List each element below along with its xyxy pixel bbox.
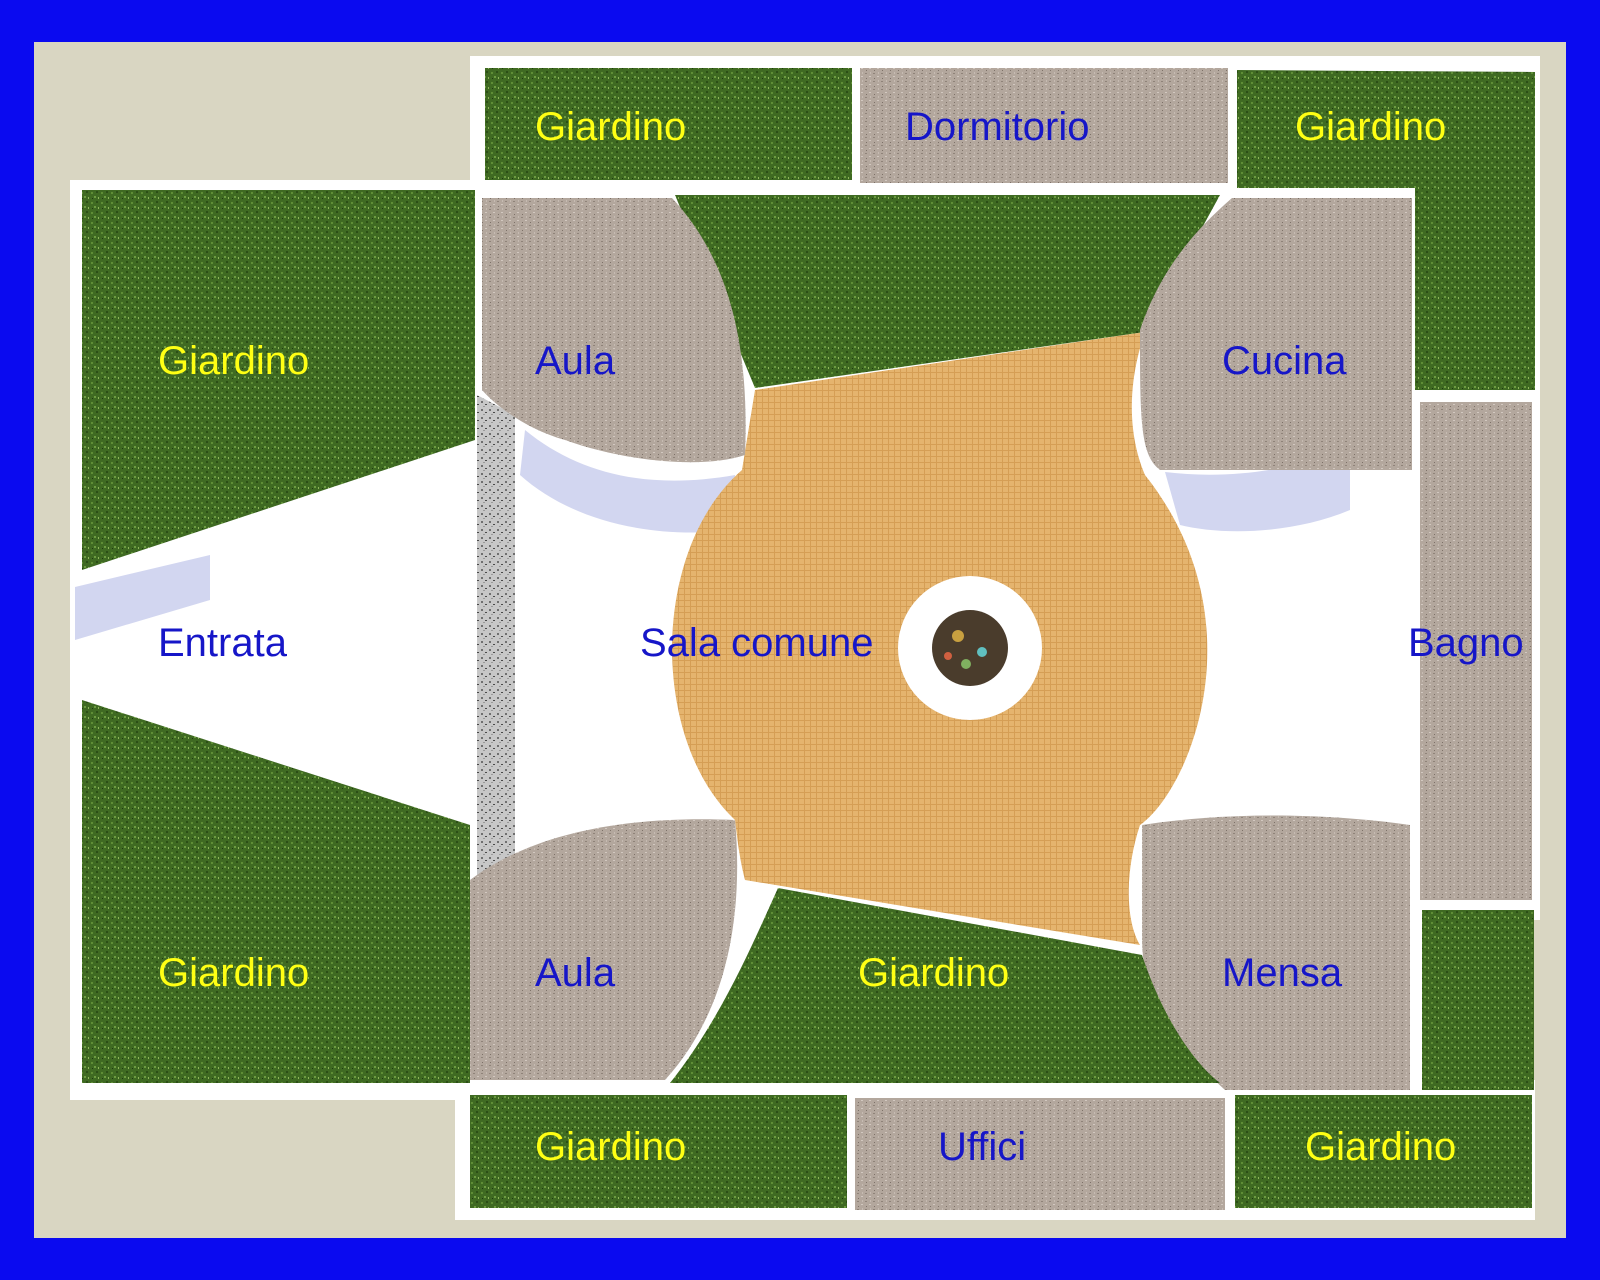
garden-bottom-right-label: Giardino xyxy=(1305,1125,1456,1169)
entrance-strip xyxy=(75,555,210,640)
bathroom-label: Bagno xyxy=(1408,621,1524,665)
classroom-upper-room xyxy=(482,198,746,463)
common-room-label: Sala comune xyxy=(640,621,873,665)
canteen-label: Mensa xyxy=(1222,951,1343,995)
garden-center-south-label: Giardino xyxy=(858,951,1009,995)
gravel-path xyxy=(477,395,515,880)
kitchen-label: Cucina xyxy=(1222,339,1347,383)
bathroom-room xyxy=(1420,402,1532,900)
garden-bottom-right xyxy=(1235,1095,1532,1208)
garden-center-south xyxy=(670,888,1220,1083)
fountain-detail-icon xyxy=(977,647,987,657)
garden-west-lower-label: Giardino xyxy=(158,951,309,995)
garden-east-lower xyxy=(1422,910,1534,1090)
garden-top-right xyxy=(1237,70,1535,390)
kitchen-room xyxy=(1140,198,1412,470)
fountain-icon xyxy=(932,610,1008,686)
garden-bottom-left-label: Giardino xyxy=(535,1125,686,1169)
fountain-detail-icon xyxy=(952,630,964,642)
offices-room xyxy=(855,1098,1225,1210)
garden-top-right-label: Giardino xyxy=(1295,105,1446,149)
classroom-upper-label: Aula xyxy=(535,339,616,383)
dormitory-label: Dormitorio xyxy=(905,105,1089,149)
offices-label: Uffici xyxy=(938,1125,1026,1169)
fountain-detail-icon xyxy=(944,652,952,660)
fountain-detail-icon xyxy=(961,659,971,669)
corridor-strip-nw xyxy=(520,430,735,533)
classroom-lower-label: Aula xyxy=(535,951,616,995)
garden-west-lower xyxy=(82,700,470,1083)
dormitory-room xyxy=(860,68,1228,183)
canteen-room xyxy=(1142,815,1410,1090)
garden-top-left xyxy=(485,68,852,180)
classroom-lower-room xyxy=(470,819,738,1080)
garden-top-left-label: Giardino xyxy=(535,105,686,149)
garden-west-upper-label: Giardino xyxy=(158,339,309,383)
entrance-label: Entrata xyxy=(158,621,288,665)
garden-west-upper xyxy=(82,190,475,570)
garden-bottom-left xyxy=(470,1095,847,1208)
garden-north-center xyxy=(675,195,1220,388)
